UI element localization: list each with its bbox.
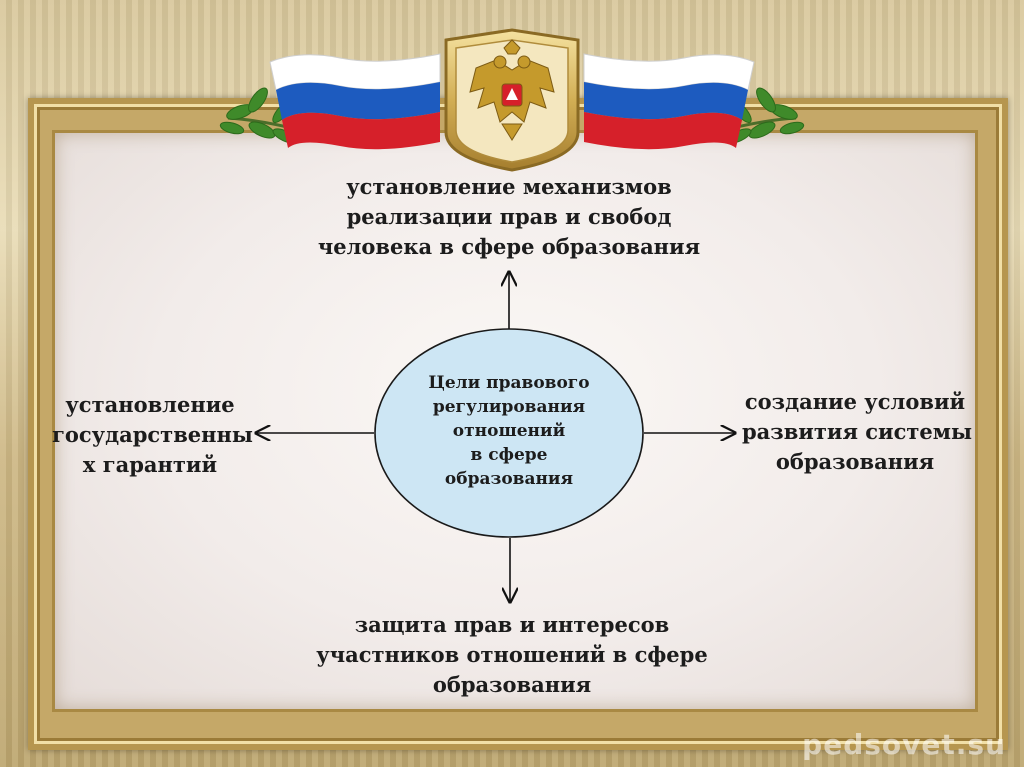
bottom-line: образования — [432, 672, 592, 697]
center-ellipse — [374, 328, 644, 538]
bottom-goal-text: защита прав и интересов участников отнош… — [306, 610, 718, 700]
top-goal-text: установление механизмов реализации прав … — [309, 172, 709, 262]
top-line: реализации прав и свобод — [346, 204, 672, 229]
bottom-line: защита прав и интересов — [354, 612, 670, 637]
coat-of-arms-icon — [444, 28, 580, 172]
center-line: Цели правового — [428, 373, 590, 393]
flag-left-icon — [269, 53, 441, 150]
center-line: образования — [444, 469, 574, 489]
left-line: х гарантий — [82, 452, 218, 477]
center-line: регулирования — [432, 397, 586, 417]
left-line: установление — [65, 392, 235, 417]
emblem-banner — [219, 28, 805, 172]
left-line: государственны — [52, 422, 253, 447]
right-line: развития системы — [742, 419, 973, 444]
top-line: установление механизмов — [346, 174, 672, 199]
right-line: создание условий — [744, 389, 966, 414]
top-line: человека в сфере образования — [317, 234, 701, 259]
right-goal-text: создание условий развития системы образо… — [742, 387, 973, 477]
bottom-line: участников отношений в сфере — [316, 642, 708, 667]
watermark: pedsovet.su — [802, 728, 1006, 761]
flag-right-icon — [583, 53, 755, 150]
center-line: в сфере — [470, 445, 548, 465]
center-line: отношений — [452, 421, 566, 441]
center-goal-text: Цели правового регулирования отношений в… — [409, 371, 609, 491]
right-line: образования — [775, 449, 935, 474]
left-goal-text: установление государственны х гарантий — [52, 390, 253, 480]
